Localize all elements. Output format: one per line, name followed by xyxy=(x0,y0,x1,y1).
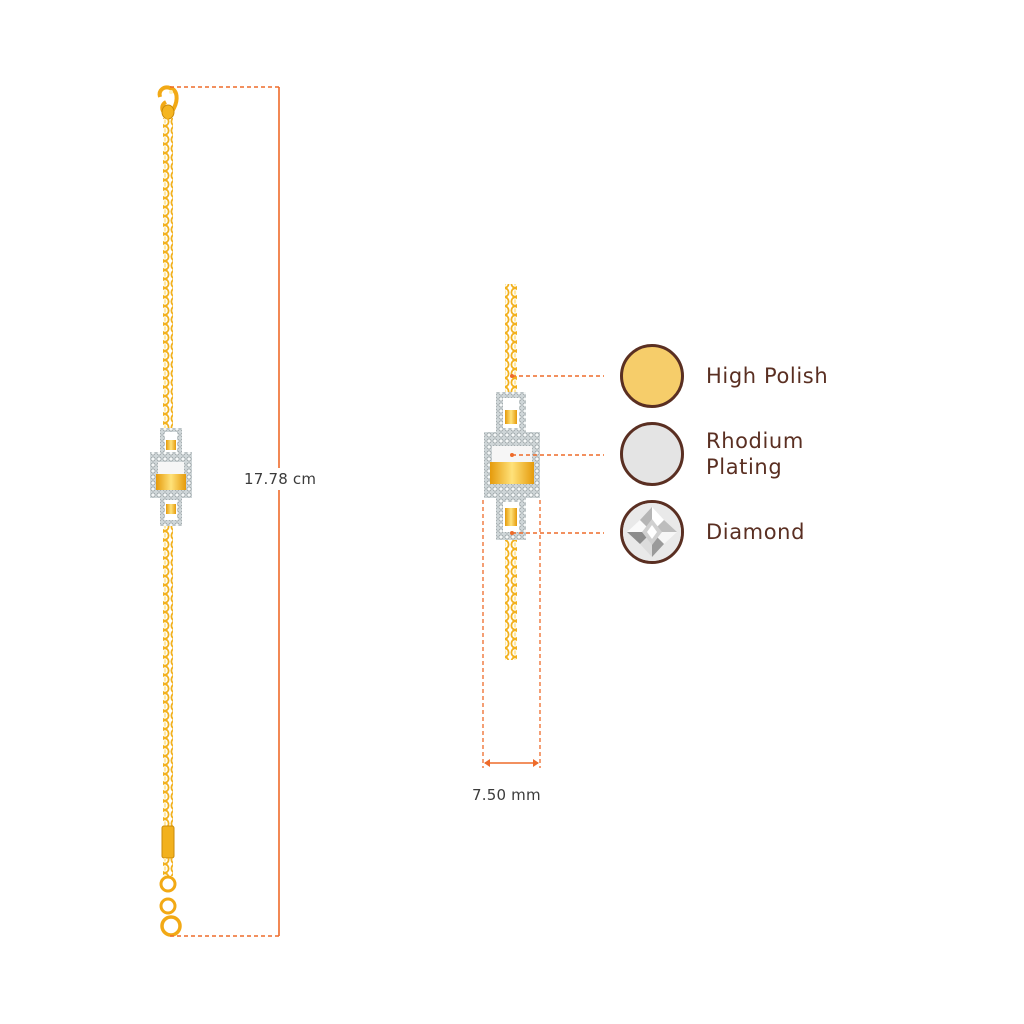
detail-chain-upper xyxy=(505,284,517,394)
chain-upper xyxy=(163,118,173,428)
high-polish-swatch-icon xyxy=(620,344,684,408)
legend-leader-lines xyxy=(510,374,604,535)
length-dimension-label: 17.78 cm xyxy=(244,468,317,490)
pave-link-motif xyxy=(150,428,192,526)
length-measure-lines xyxy=(170,86,280,937)
jump-rings xyxy=(159,875,182,937)
rhodium-plating-swatch-icon xyxy=(620,422,684,486)
legend-item-high-polish: High Polish xyxy=(620,340,828,412)
bracelet-detail-view xyxy=(484,284,540,660)
diamond-swatch-icon xyxy=(620,500,684,564)
bracelet-full-view xyxy=(150,85,192,937)
legend-label-high-polish: High Polish xyxy=(706,364,829,388)
legend-item-rhodium-plating: Rhodium Plating xyxy=(620,418,826,490)
chain-lower xyxy=(163,526,173,826)
brand-tag xyxy=(161,825,175,859)
lobster-clasp xyxy=(157,85,179,120)
legend-label-rhodium-plating: Rhodium Plating xyxy=(706,429,804,479)
detail-chain-lower xyxy=(505,540,517,660)
width-dimension-label: 7.50 mm xyxy=(472,786,541,804)
detail-pave-link-motif xyxy=(484,392,540,540)
width-measure-lines xyxy=(482,500,541,768)
legend-item-diamond: Diamond xyxy=(620,496,805,568)
legend-label-diamond: Diamond xyxy=(706,520,806,544)
